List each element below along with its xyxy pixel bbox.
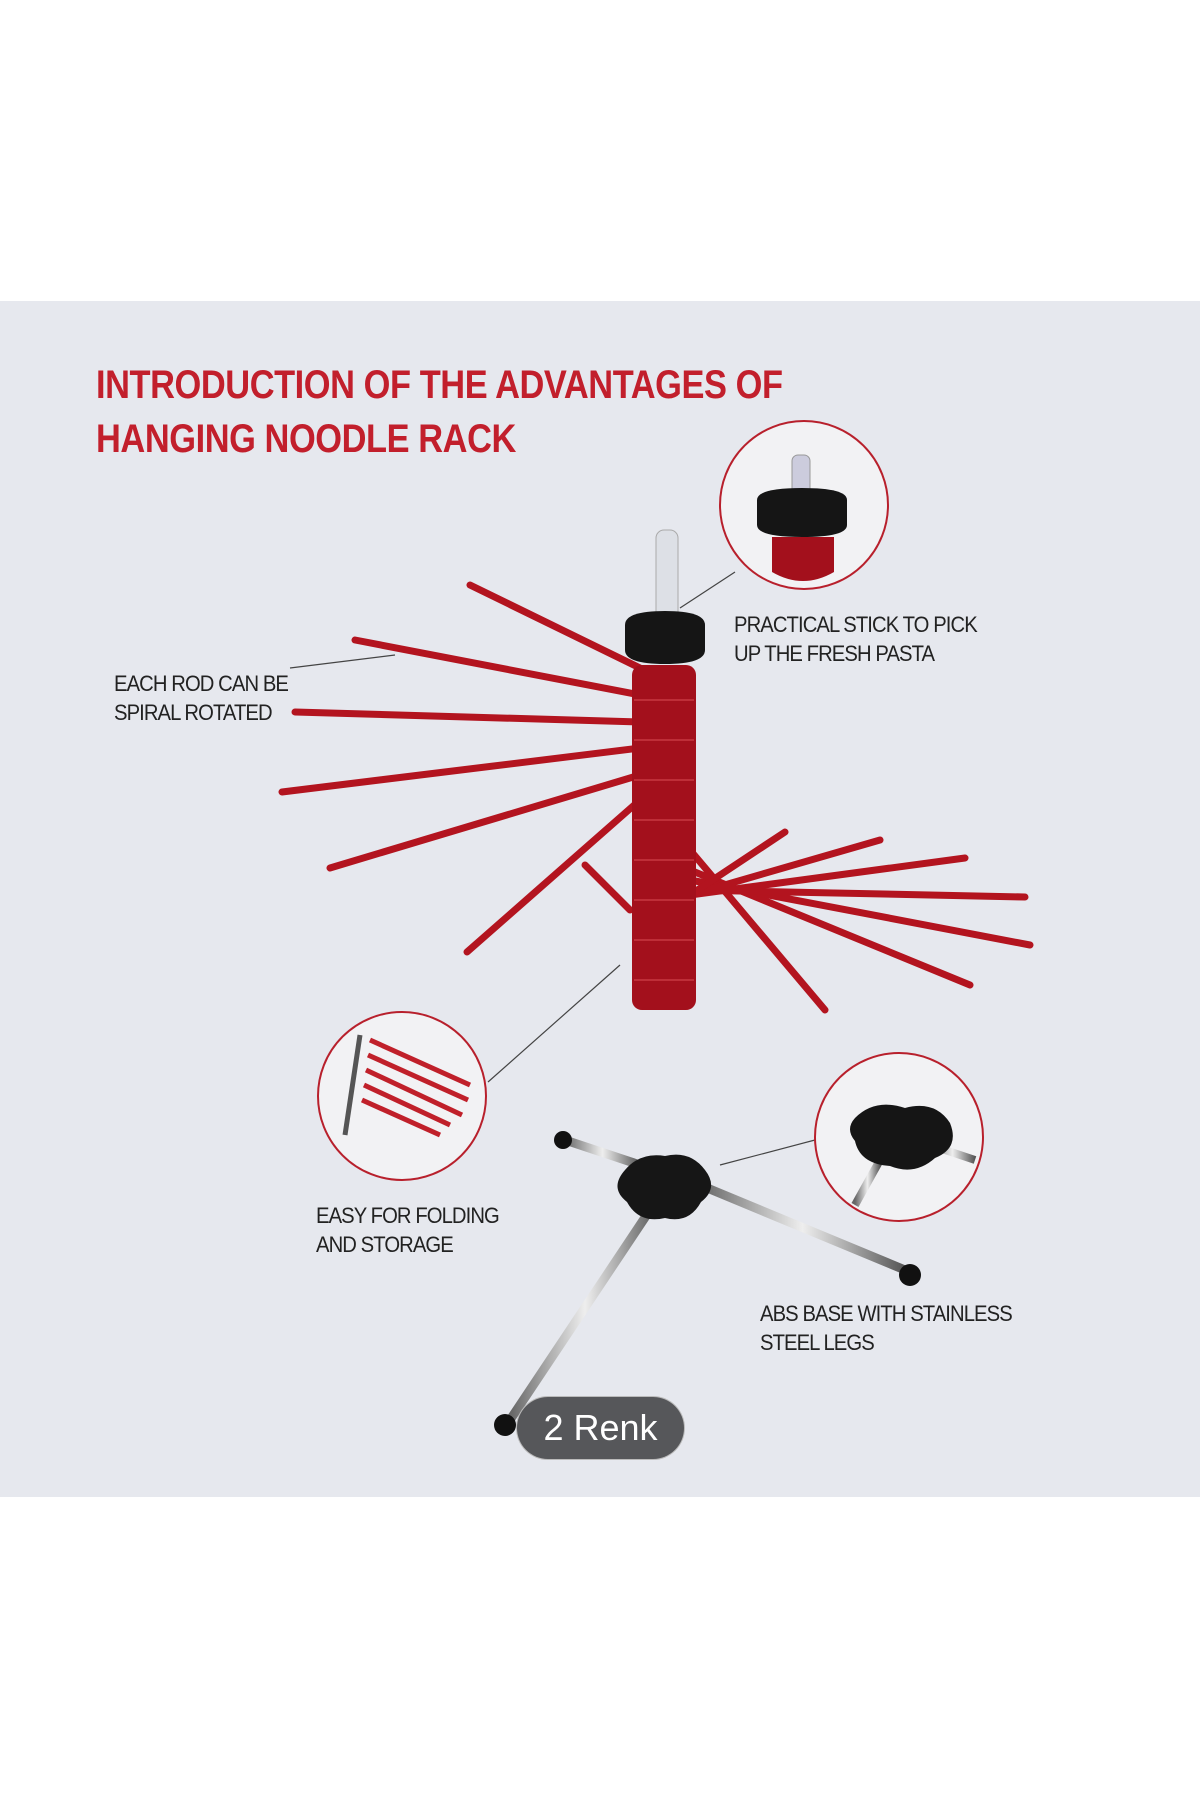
feature-line: EACH ROD CAN BE (114, 671, 289, 696)
top-knob (625, 611, 705, 664)
drying-rods (278, 581, 1034, 1014)
detail-circle-base (814, 1052, 984, 1222)
feature-line: EASY FOR FOLDING (316, 1203, 500, 1228)
feature-label-base: ABS BASE WITH STAINLESS STEEL LEGS (760, 1299, 1013, 1357)
abs-base (617, 1154, 712, 1220)
feature-line: UP THE FRESH PASTA (734, 641, 935, 666)
feature-label-folding: EASY FOR FOLDING AND STORAGE (316, 1201, 500, 1259)
feature-line: STEEL LEGS (760, 1330, 875, 1355)
color-variant-badge[interactable]: 2 Renk (517, 1397, 684, 1459)
rack-column (632, 665, 696, 1010)
feature-line: SPIRAL ROTATED (114, 700, 273, 725)
page-title: INTRODUCTION OF THE ADVANTAGES OF HANGIN… (96, 358, 783, 466)
title-line-2: HANGING NOODLE RACK (96, 417, 516, 461)
detail-circle-folding (317, 1011, 487, 1181)
steel-legs (505, 1005, 910, 1425)
leg-feet (494, 1131, 921, 1436)
leader-lines (289, 571, 816, 1166)
feature-label-stick: PRACTICAL STICK TO PICK UP THE FRESH PAS… (734, 610, 978, 668)
feature-line: ABS BASE WITH STAINLESS (760, 1301, 1013, 1326)
feature-label-rotation: EACH ROD CAN BE SPIRAL ROTATED (114, 669, 289, 727)
feature-line: PRACTICAL STICK TO PICK (734, 612, 978, 637)
title-line-1: INTRODUCTION OF THE ADVANTAGES OF (96, 363, 783, 407)
detail-circle-top (719, 420, 889, 590)
feature-line: AND STORAGE (316, 1232, 454, 1257)
